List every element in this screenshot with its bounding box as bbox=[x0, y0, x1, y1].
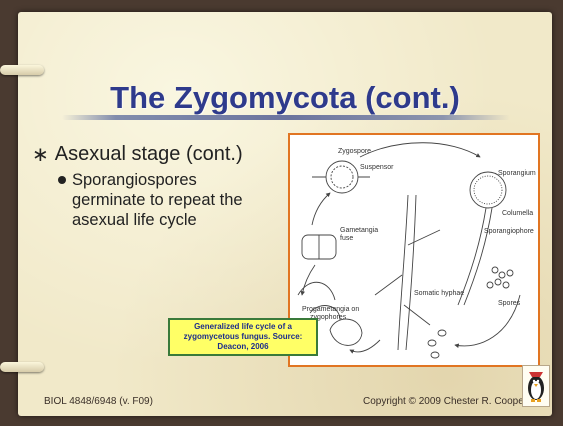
label-zygospore: Zygospore bbox=[338, 148, 371, 155]
label-sporangiophore: Sporangiophore bbox=[484, 228, 534, 235]
bullet-level-2-text: Sporangiospores germinate to repeat the … bbox=[62, 170, 252, 230]
slide-title: The Zygomycota (cont.) bbox=[18, 80, 552, 116]
figure-caption: Generalized life cycle of a zygomycetous… bbox=[168, 318, 318, 356]
penguin-logo-icon bbox=[522, 365, 550, 407]
footer-copyright: Copyright © 2009 Chester R. Cooper, Jr. bbox=[363, 396, 543, 407]
pushpin-bottom-icon bbox=[0, 362, 44, 372]
life-cycle-diagram: Zygospore Suspensor Sporangium Columella… bbox=[290, 135, 538, 365]
life-cycle-figure: Zygospore Suspensor Sporangium Columella… bbox=[288, 133, 540, 367]
label-suspensor: Suspensor bbox=[360, 164, 394, 171]
label-somatic-hyphae: Somatic hyphae bbox=[414, 290, 464, 297]
bullet-level-2: Sporangiospores germinate to repeat the … bbox=[62, 170, 252, 230]
label-spores: Spores bbox=[498, 300, 521, 307]
label-fuse: fuse bbox=[340, 235, 353, 242]
pushpin-top-icon bbox=[0, 65, 44, 75]
bullet-level-1-text: Asexual stage (cont.) bbox=[55, 143, 243, 166]
footer-course: BIOL 4848/6948 (v. F09) bbox=[44, 396, 153, 407]
bullet-asterisk-icon: ∗ bbox=[32, 142, 49, 167]
label-progametangia: Progametangia on bbox=[302, 306, 359, 313]
bullet-level-1: ∗ Asexual stage (cont.) bbox=[32, 142, 243, 167]
label-sporangium: Sporangium bbox=[498, 170, 536, 177]
title-underline bbox=[62, 115, 510, 120]
label-gametangia: Gametangia bbox=[340, 227, 378, 234]
label-columella: Columella bbox=[502, 210, 533, 217]
bullet-dot-icon bbox=[58, 176, 66, 184]
sporangium-shape bbox=[470, 172, 506, 208]
